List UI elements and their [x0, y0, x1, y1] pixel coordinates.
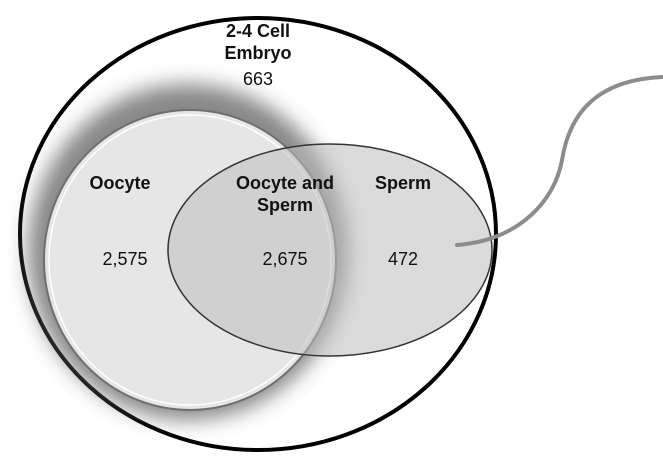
embryo-value: 663: [242, 69, 274, 89]
sperm-tail: [455, 75, 663, 247]
sperm-ellipse: [167, 143, 493, 357]
oocyte-value: 2,575: [102, 249, 148, 269]
overlap-value: 2,675: [262, 249, 308, 269]
sperm-value: 472: [387, 249, 419, 269]
embryo-title: 2-4 Cell Embryo: [224, 21, 292, 63]
overlap-title: Oocyte and Sperm: [235, 173, 335, 215]
sperm-title: Sperm: [374, 173, 432, 193]
oocyte-title: Oocyte: [89, 173, 151, 193]
